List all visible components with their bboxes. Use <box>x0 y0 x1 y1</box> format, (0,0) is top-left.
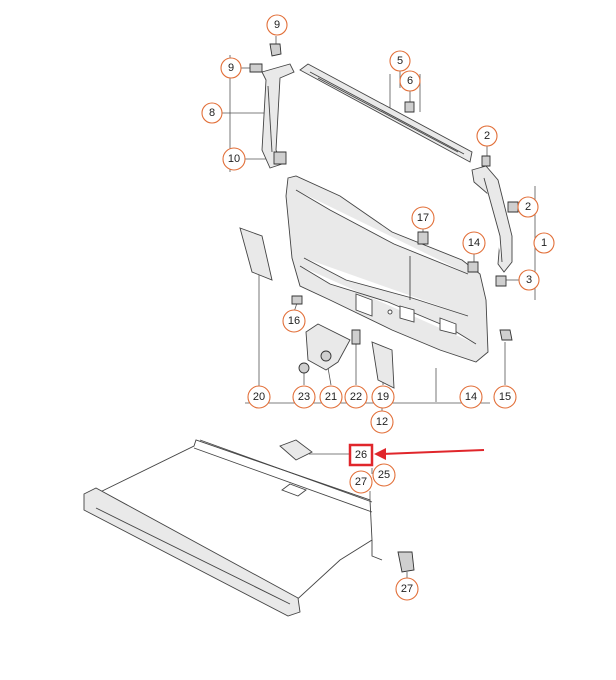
svg-text:14: 14 <box>465 391 477 403</box>
svg-text:20: 20 <box>253 391 265 403</box>
callout-2-side[interactable]: 2 <box>517 196 539 218</box>
right-pillar-trim <box>471 155 519 287</box>
callout-8[interactable]: 8 <box>201 102 223 124</box>
callout-2-top[interactable]: 2 <box>476 125 498 147</box>
callout-9-side[interactable]: 9 <box>220 57 242 79</box>
svg-text:27: 27 <box>401 583 413 595</box>
side-trim-left <box>239 227 273 281</box>
callout-17[interactable]: 17 <box>411 206 435 230</box>
callout-14-upper[interactable]: 14 <box>462 231 486 255</box>
callout-25[interactable]: 25 <box>372 463 396 487</box>
callout-26-highlighted[interactable]: 26 <box>348 443 374 467</box>
svg-text:8: 8 <box>209 107 215 119</box>
svg-text:21: 21 <box>325 391 337 403</box>
callout-12[interactable]: 12 <box>370 410 394 434</box>
svg-text:3: 3 <box>526 274 532 286</box>
svg-text:9: 9 <box>228 62 234 74</box>
callout-19[interactable]: 19 <box>371 385 395 409</box>
svg-text:26: 26 <box>355 449 367 461</box>
trim-cover-21 <box>305 323 351 371</box>
svg-text:22: 22 <box>350 391 362 403</box>
tailgate-panel <box>285 175 513 363</box>
clip-22 <box>351 329 361 345</box>
svg-text:16: 16 <box>288 315 300 327</box>
svg-text:12: 12 <box>376 416 388 428</box>
svg-text:2: 2 <box>484 130 490 142</box>
callout-5[interactable]: 5 <box>389 50 411 72</box>
callout-6[interactable]: 6 <box>399 70 421 92</box>
svg-text:23: 23 <box>298 391 310 403</box>
svg-text:1: 1 <box>541 237 547 249</box>
svg-text:2: 2 <box>525 201 531 213</box>
luggage-cover <box>83 439 415 617</box>
svg-text:9: 9 <box>274 19 280 31</box>
svg-text:27: 27 <box>355 476 367 488</box>
svg-text:10: 10 <box>228 153 240 165</box>
grommet-23 <box>298 362 310 374</box>
header-trim <box>299 63 473 163</box>
svg-text:15: 15 <box>499 391 511 403</box>
callout-21[interactable]: 21 <box>319 385 343 409</box>
callout-20[interactable]: 20 <box>247 385 271 409</box>
callout-3[interactable]: 3 <box>518 269 540 291</box>
trim-19 <box>371 341 395 389</box>
svg-text:19: 19 <box>377 391 389 403</box>
svg-text:17: 17 <box>417 212 429 224</box>
svg-text:6: 6 <box>407 75 413 87</box>
svg-text:5: 5 <box>397 55 403 67</box>
left-pillar-trim <box>249 43 295 169</box>
callout-22[interactable]: 22 <box>344 385 368 409</box>
callout-27-bottom[interactable]: 27 <box>395 577 419 601</box>
callout-1[interactable]: 1 <box>533 232 555 254</box>
callout-16[interactable]: 16 <box>282 309 306 333</box>
callout-14-lower[interactable]: 14 <box>459 385 483 409</box>
svg-text:25: 25 <box>378 469 390 481</box>
highlight-arrow <box>374 448 485 460</box>
callout-10[interactable]: 10 <box>222 147 246 171</box>
callout-9-top[interactable]: 9 <box>266 14 288 36</box>
svg-text:14: 14 <box>468 237 480 249</box>
callout-15[interactable]: 15 <box>493 385 517 409</box>
callout-27-top[interactable]: 27 <box>349 470 373 494</box>
callout-23[interactable]: 23 <box>292 385 316 409</box>
